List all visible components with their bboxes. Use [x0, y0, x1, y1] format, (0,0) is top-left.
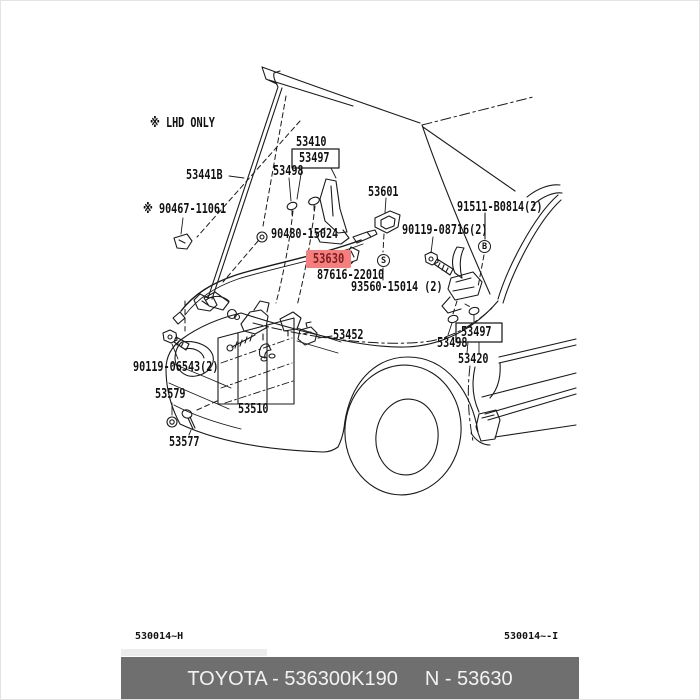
hood-prop-rod	[173, 70, 283, 312]
callout-b-icon: B	[478, 240, 491, 253]
part-label-53497-right: 53497	[461, 325, 492, 340]
part-label-90467-11061: ※ 90467-11061	[143, 202, 227, 217]
part-label-53510: 53510	[238, 402, 269, 417]
part-label-53630: 53630	[312, 251, 345, 267]
body-side	[467, 338, 577, 446]
part-label-91511-b0814: 91511-B0814(2)	[457, 200, 543, 215]
note-lhd-only: ※ LHD ONLY	[150, 116, 215, 131]
sheet-ref-left: 530014~H	[135, 631, 184, 642]
cowl-bracket-group	[441, 212, 503, 413]
callout-s-icon: S	[377, 254, 390, 267]
grommet-90480	[222, 231, 268, 283]
part-label-53441b: 53441B	[186, 168, 223, 183]
part-label-53601: 53601	[368, 185, 399, 200]
part-label-90119-06543: 90119-06543(2)	[133, 360, 219, 375]
part-label-93560-15014: 93560-15014 (2)	[351, 280, 443, 295]
part-label-53498-right: 53498	[437, 336, 468, 351]
part-label-87616-22010: 87616-22010	[317, 268, 385, 283]
part-label-53452: 53452	[333, 328, 364, 343]
footer-code-bar: TOYOTA - 536300K190 N - 53630	[121, 657, 579, 699]
part-label-53497-left: 53497	[299, 151, 330, 166]
hood-lock-group	[345, 210, 401, 264]
part-label-90480-15024: 90480-15024	[271, 227, 339, 242]
hood-outline	[261, 66, 534, 295]
sheet-ref-right: 530014~-I	[504, 631, 559, 642]
highlight-53630[interactable]: 53630	[306, 250, 351, 268]
part-label-53577: 53577	[169, 435, 200, 450]
bolts-lower-left	[162, 329, 196, 430]
part-label-53498-left: 53498	[273, 164, 304, 179]
radiator-support	[184, 300, 302, 411]
front-wheel	[337, 356, 479, 496]
clip-53452	[297, 321, 318, 346]
front-bumper	[165, 312, 342, 453]
part-label-53410: 53410	[296, 135, 327, 150]
part-label-53579: 53579	[155, 387, 186, 402]
footer-strip	[121, 649, 267, 656]
part-label-90119-08716: 90119-08716(2)	[402, 223, 488, 238]
bolt-90119-08716	[424, 251, 454, 276]
footer-catalog-code: N - 53630	[424, 667, 513, 690]
part-label-53420: 53420	[458, 352, 489, 367]
footer-part-code: TOYOTA - 536300K190	[187, 667, 398, 690]
